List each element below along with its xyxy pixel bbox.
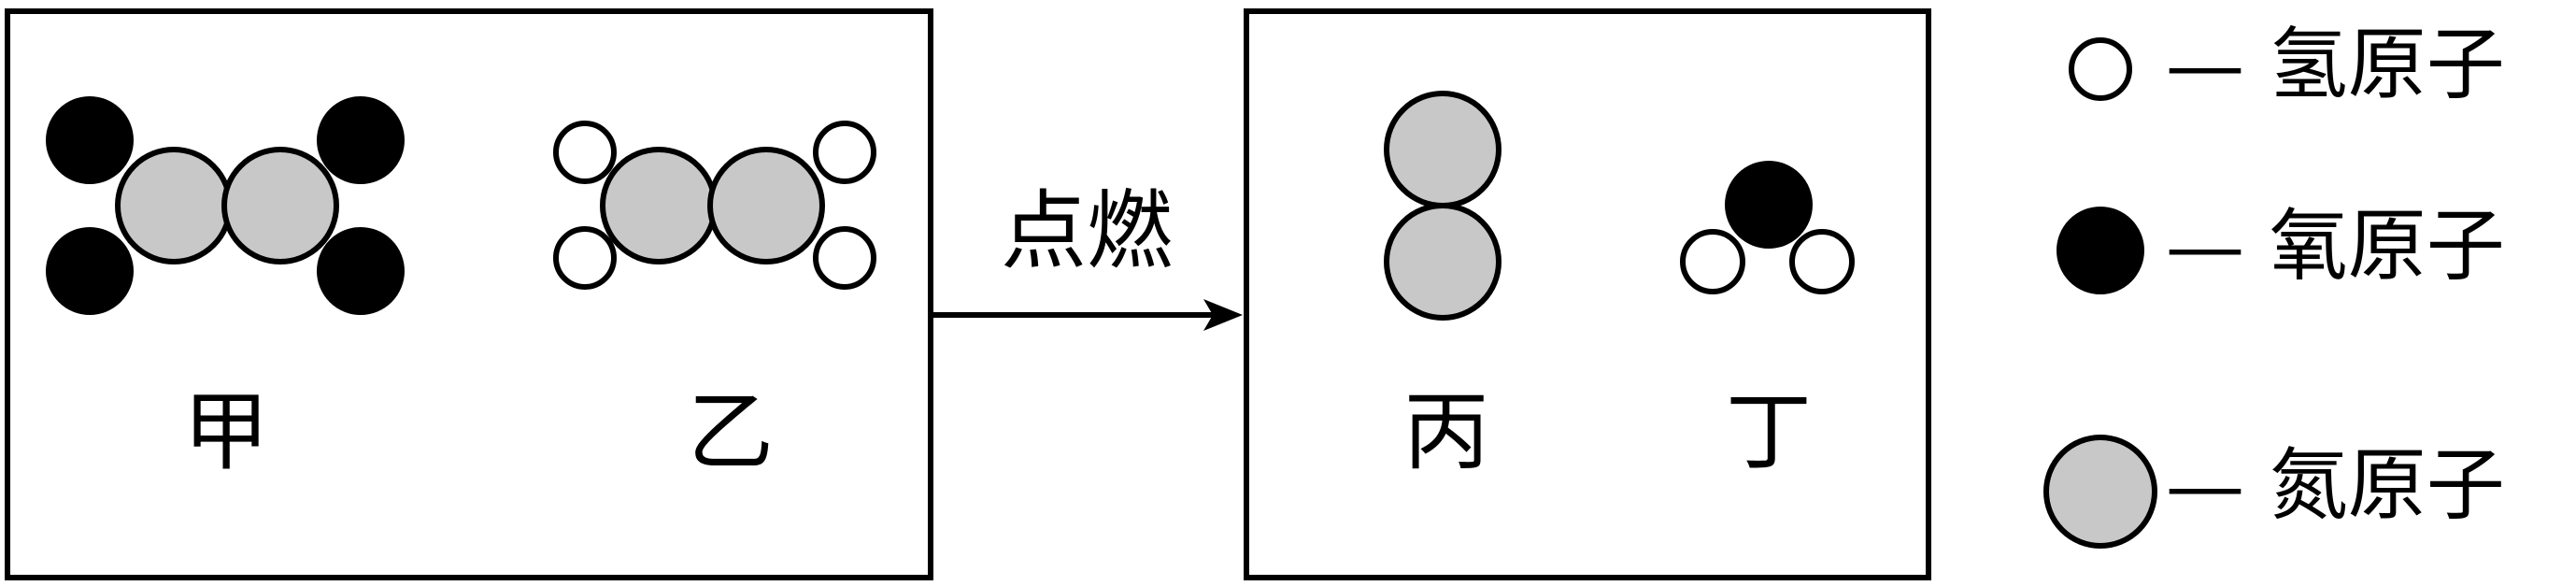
- legend: — 氢原子 — 氧原子 — 氮原子: [2043, 19, 2505, 549]
- hydrogen-legend-icon: [2069, 37, 2132, 101]
- nitrogen-atom: [115, 147, 233, 264]
- oxygen-atom: [46, 227, 134, 315]
- hydrogen-atom: [553, 121, 617, 184]
- legend-item-nitrogen: — 氮原子: [2043, 435, 2505, 549]
- nitrogen-atom: [221, 147, 339, 264]
- legend-item-hydrogen: — 氢原子: [2069, 19, 2505, 110]
- oxygen-atom: [317, 227, 405, 315]
- product-label-ding: 丁: [1726, 382, 1812, 482]
- molecule-yi: [553, 121, 876, 290]
- reactants-box: [5, 8, 933, 580]
- nitrogen-legend-icon: [2043, 435, 2157, 549]
- molecule-bing: [1384, 91, 1501, 321]
- molecule-ding: [1680, 161, 1855, 294]
- hydrogen-atom: [813, 121, 876, 184]
- hydrogen-atom: [1789, 229, 1855, 294]
- legend-label-hydrogen: — 氢原子: [2166, 19, 2505, 110]
- oxygen-atom: [317, 96, 405, 184]
- products-box: [1244, 8, 1931, 580]
- oxygen-atom: [1725, 161, 1813, 249]
- legend-label-oxygen: — 氧原子: [2166, 200, 2505, 292]
- reaction-condition: 点燃: [1001, 181, 1173, 281]
- hydrogen-atom: [813, 226, 876, 290]
- product-label-bing: 丙: [1403, 382, 1489, 482]
- legend-item-oxygen: — 氧原子: [2057, 200, 2505, 294]
- nitrogen-atom: [1384, 91, 1501, 208]
- oxygen-legend-icon: [2057, 207, 2144, 294]
- nitrogen-atom: [707, 147, 825, 264]
- hydrogen-atom: [1680, 229, 1745, 294]
- nitrogen-atom: [600, 147, 718, 264]
- molecule-jia: [46, 96, 405, 315]
- oxygen-atom: [46, 96, 134, 184]
- legend-label-nitrogen: — 氮原子: [2166, 439, 2505, 531]
- reactant-label-jia: 甲: [183, 382, 269, 482]
- hydrogen-atom: [553, 226, 617, 290]
- reactant-label-yi: 乙: [688, 382, 774, 482]
- nitrogen-atom: [1384, 203, 1501, 321]
- reaction-arrowhead: [1203, 299, 1243, 331]
